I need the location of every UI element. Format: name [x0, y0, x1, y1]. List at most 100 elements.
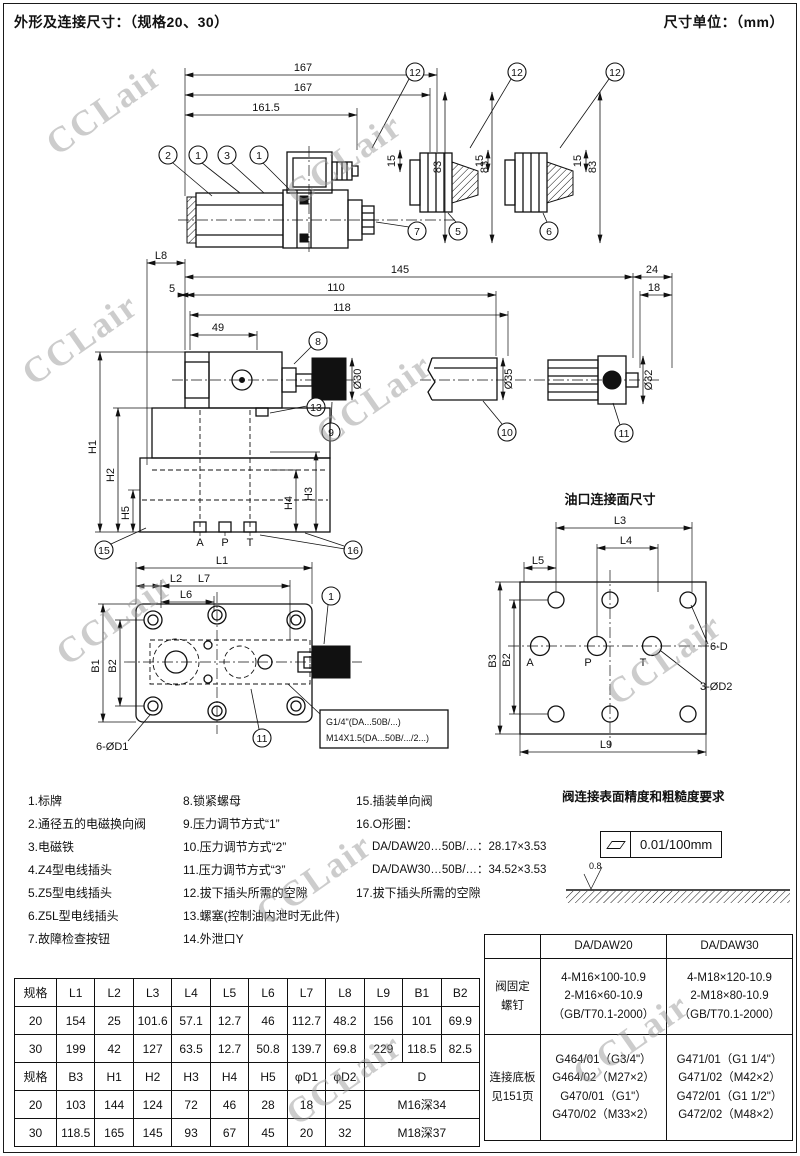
- svg-text:11: 11: [257, 733, 268, 745]
- table-cell: 25: [94, 1006, 134, 1035]
- port-label-p: P: [221, 537, 228, 549]
- table-cell: 57.1: [171, 1006, 211, 1035]
- table-cell: L6: [248, 978, 288, 1007]
- bottom-view: L1 L2 L7 L6 1: [90, 555, 449, 753]
- dim-label: L9: [600, 739, 612, 751]
- svg-text:12: 12: [409, 67, 421, 79]
- list-item: DA/DAW20…50B/…：28.17×3.53: [372, 841, 547, 853]
- svg-text:8: 8: [315, 336, 321, 348]
- dim-label: Ø35: [503, 369, 515, 390]
- list-item: 8.锁紧螺母: [183, 794, 242, 808]
- col-header-daw20: DA/DAW20: [540, 934, 667, 959]
- list-item: 2.通径五的电磁换向阀: [28, 817, 147, 831]
- list-item: G472/01（G1 1/2"）: [676, 1090, 783, 1103]
- table-cell: L7: [286, 978, 327, 1007]
- table-cell: 63.5: [171, 1034, 211, 1063]
- list-item: 12.拔下插头所需的空隙: [183, 886, 308, 900]
- svg-text:9: 9: [328, 427, 334, 439]
- list-item: 2-M18×80-10.9: [690, 990, 769, 1003]
- dim-label: B1: [90, 659, 102, 672]
- table-cell: L1: [55, 978, 96, 1007]
- callout-1: 1: [188, 145, 241, 194]
- callout-12: 12: [559, 62, 625, 149]
- svg-text:11: 11: [619, 428, 630, 440]
- list-item: 2-M16×60-10.9: [564, 990, 643, 1003]
- table-cell: B3: [55, 1062, 96, 1091]
- table-cell: 20: [14, 1006, 57, 1035]
- table-cell: B2: [440, 978, 481, 1007]
- table-cell: 46: [248, 1006, 288, 1035]
- table-cell: φD1: [286, 1062, 327, 1091]
- dim-label: 83: [587, 161, 599, 173]
- callout-6: 6: [539, 212, 559, 241]
- port-label-a: A: [196, 537, 204, 549]
- dim-label: 161.5: [252, 102, 280, 114]
- table-cell: 165: [94, 1118, 134, 1147]
- dim-label: H2: [105, 468, 117, 482]
- table-cell: 规格: [14, 1062, 57, 1091]
- table-cell: L3: [132, 978, 173, 1007]
- table-cell: 229: [363, 1034, 404, 1063]
- svg-text:16: 16: [347, 545, 359, 557]
- dim-label: L4: [620, 535, 632, 547]
- list-item: G471/02（M42×2）: [678, 1072, 781, 1085]
- table-cell: 45: [248, 1118, 288, 1147]
- svg-text:12: 12: [609, 67, 621, 79]
- callout-2: 2: [158, 145, 213, 197]
- hole-spec-label: 6-D: [710, 641, 728, 653]
- table-cell: H3: [171, 1062, 211, 1091]
- row-header-subplate: 连接底板见151页: [484, 1034, 541, 1141]
- svg-text:1: 1: [328, 591, 334, 603]
- table-cell: 82.5: [440, 1034, 481, 1063]
- callout-16: 16: [259, 532, 363, 560]
- list-item: G464/01（G3/4"）: [555, 1053, 652, 1066]
- list-item: 4-M16×100-10.9: [561, 971, 646, 984]
- list-item: 14.外泄口Y: [183, 932, 244, 946]
- port-face-title: 油口连接面尺寸: [564, 492, 655, 507]
- table-cell: 145: [132, 1118, 173, 1147]
- list-item: 7.故障检查按钮: [28, 932, 111, 946]
- subplate-daw20: G464/01（G3/4"）G464/02（M27×2）G470/01（G1"）…: [540, 1034, 667, 1141]
- page-title: 外形及连接尺寸：（规格20、30）: [14, 14, 229, 30]
- svg-text:7: 7: [414, 226, 420, 238]
- svg-text:5: 5: [455, 226, 461, 238]
- table-cell: 103: [55, 1090, 96, 1119]
- dim-label: 118: [333, 302, 351, 314]
- table-cell: H2: [132, 1062, 173, 1091]
- list-item: 17.拔下插头所需的空隙: [356, 886, 481, 900]
- dim-label: B3: [487, 654, 499, 667]
- table-cell: 199: [55, 1034, 96, 1063]
- callout-15: 15: [94, 527, 147, 560]
- mounting-holes: [143, 605, 306, 721]
- list-item: 4.Z4型电线插头: [28, 863, 113, 877]
- table-cell: 46: [209, 1090, 250, 1119]
- dim-label: 24: [646, 264, 658, 276]
- dim-label: 49: [212, 322, 224, 334]
- dim-label: Ø30: [352, 369, 364, 390]
- table-cell: 118.5: [55, 1118, 96, 1147]
- list-item: 5.Z5型电线插头: [28, 886, 113, 900]
- table-cell: 48.2: [325, 1006, 365, 1035]
- table-cell: φD2: [325, 1062, 365, 1091]
- dim-label: 167: [294, 62, 312, 74]
- dim-label: B2: [107, 659, 119, 672]
- dim-label: L5: [532, 555, 544, 567]
- callout-11: 11: [250, 688, 272, 748]
- dim-label: B2: [501, 653, 513, 666]
- table-cell: 18: [286, 1090, 327, 1119]
- flatness-tolerance-frame: 0.01/100mm: [600, 831, 723, 858]
- list-item: 9.压力调节方式“1”: [183, 817, 280, 831]
- subplate-daw30: G471/01（G1 1/4"）G471/02（M42×2）G472/01（G1…: [666, 1034, 793, 1141]
- callout-3: 3: [217, 145, 265, 194]
- table-cell: 20: [14, 1090, 57, 1119]
- adjustment-option-3: Ø32: [547, 355, 655, 405]
